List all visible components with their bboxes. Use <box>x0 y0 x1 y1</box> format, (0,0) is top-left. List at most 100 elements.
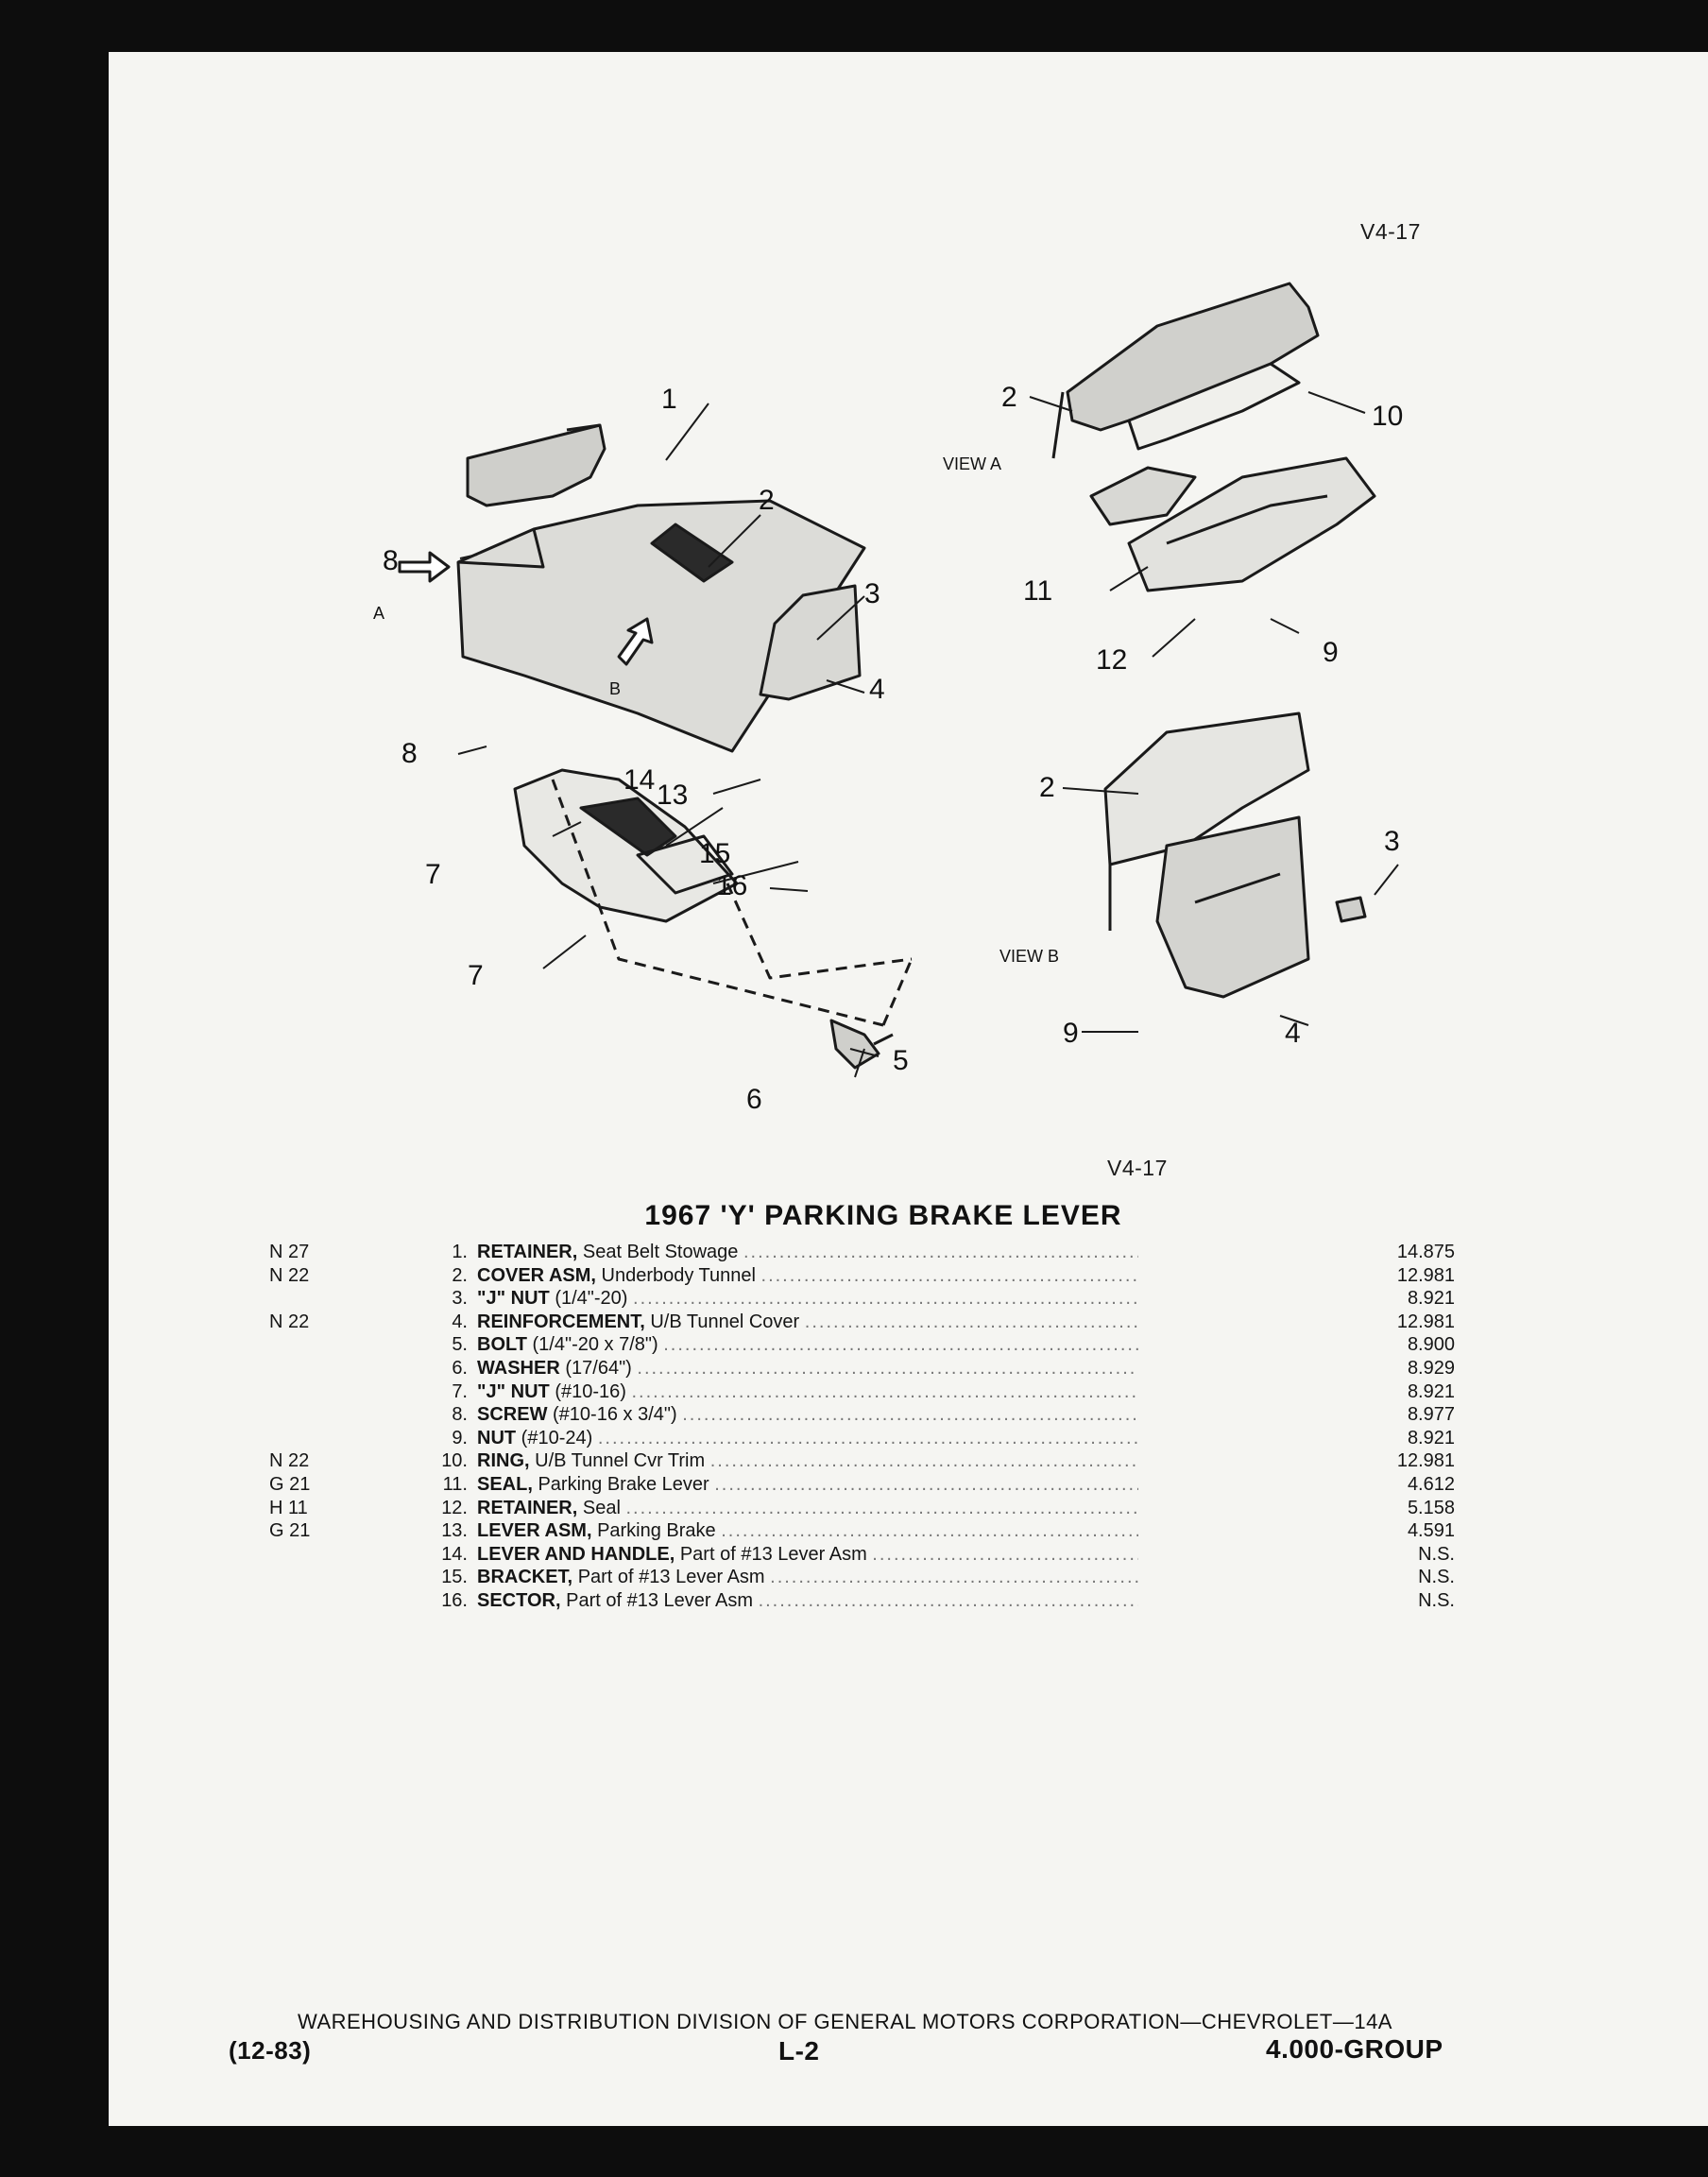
callout-view-b-9: 9 <box>1063 1018 1079 1049</box>
part-row: 5.BOLT (1/4"-20 x 7/8") ................… <box>269 1333 1573 1357</box>
callout-view-a-9: 9 <box>1323 637 1339 668</box>
part-description: RING, U/B Tunnel Cvr Trim ..............… <box>477 1449 1138 1472</box>
part-description: REINFORCEMENT, U/B Tunnel Cover ........… <box>477 1311 1138 1333</box>
footer-date: (12-83) <box>229 2036 312 2065</box>
part-row: 7."J" NUT (#10-16) .....................… <box>269 1380 1573 1404</box>
view-a-trim-ring <box>1127 362 1301 451</box>
part-catalog-code: 4.612 <box>1407 1473 1455 1495</box>
callout-7b: 7 <box>468 960 484 991</box>
dot-leader: ........................................… <box>663 1334 1138 1356</box>
dot-leader: ........................................… <box>625 1497 1138 1518</box>
dot-leader: ........................................… <box>770 1567 1138 1588</box>
part-catalog-code: 8.921 <box>1407 1380 1455 1402</box>
part-catalog-code: 8.900 <box>1407 1334 1455 1356</box>
part-description: NUT (#10-24) ...........................… <box>477 1427 1138 1449</box>
part-detail: (#10-24) <box>521 1427 593 1448</box>
arrow-b-label: B <box>609 679 621 698</box>
part-name: "J" NUT <box>477 1380 550 1402</box>
part-detail: Part of #13 Lever Asm <box>679 1543 867 1565</box>
part-catalog-code: 12.981 <box>1396 1450 1455 1472</box>
part-detail: Seal <box>582 1497 621 1518</box>
part-row: N 22 10. RING, U/B Tunnel Cvr Trim .......… <box>269 1449 1573 1473</box>
figure-ref-bottom: V4-17 <box>1107 1156 1168 1180</box>
part-name: BOLT <box>477 1334 527 1356</box>
part-description: SCREW (#10-16 x 3/4") ..................… <box>477 1403 1138 1426</box>
part-name: NUT <box>477 1427 517 1448</box>
dot-leader: ........................................… <box>631 1380 1138 1402</box>
part-detail: U/B Tunnel Cvr Trim <box>535 1450 706 1472</box>
part-name: RETAINER, <box>477 1497 578 1518</box>
part-description: RETAINER, Seal .........................… <box>477 1497 1138 1519</box>
part-catalog-code: 8.977 <box>1407 1404 1455 1426</box>
part-catalog-code: 8.929 <box>1407 1357 1455 1379</box>
part-name: LEVER AND HANDLE, <box>477 1543 675 1565</box>
callout-15: 15 <box>699 838 730 869</box>
dot-leader: ........................................… <box>682 1404 1138 1426</box>
part-group-code: G 21 <box>269 1520 311 1542</box>
part-description: COVER ASM, Underbody Tunnel ............… <box>477 1264 1138 1287</box>
part-catalog-code: N.S. <box>1418 1543 1455 1565</box>
part-detail: (#10-16 x 3/4") <box>553 1404 677 1426</box>
dot-leader: ........................................… <box>714 1473 1138 1495</box>
part-group-code: N 22 <box>269 1450 310 1472</box>
part-group-code: N 27 <box>269 1242 310 1262</box>
part-catalog-code: 5.158 <box>1407 1497 1455 1518</box>
part-description: LEVER AND HANDLE, Part of #13 Lever Asm … <box>477 1543 1138 1566</box>
part-name: RETAINER, <box>477 1242 578 1262</box>
callout-11: 11 <box>1023 575 1052 607</box>
callout-12: 12 <box>1096 644 1127 676</box>
part-catalog-code: 4.591 <box>1407 1520 1455 1542</box>
part-name: LEVER ASM, <box>477 1520 592 1542</box>
part-name: REINFORCEMENT, <box>477 1311 645 1332</box>
part-name: COVER ASM, <box>477 1264 596 1286</box>
part-number: 13. <box>441 1520 468 1542</box>
part-catalog-code: 8.921 <box>1407 1288 1455 1310</box>
part-number: 2. <box>452 1264 468 1286</box>
dot-leader: ........................................… <box>743 1242 1138 1262</box>
part-description: SECTOR, Part of #13 Lever Asm ..........… <box>477 1589 1138 1612</box>
part-detail: (1/4"-20) <box>555 1288 628 1310</box>
part-number: 4. <box>452 1311 468 1332</box>
callout-8b: 8 <box>401 738 418 769</box>
part-row: 6.WASHER (17/64") ......................… <box>269 1357 1573 1380</box>
part-number: 10. <box>441 1450 468 1472</box>
part-detail: Seat Belt Stowage <box>582 1242 739 1262</box>
part-detail: Parking Brake <box>597 1520 716 1542</box>
part-detail: Parking Brake Lever <box>538 1473 709 1495</box>
callout-view-b-3: 3 <box>1384 826 1400 857</box>
part-name: RING, <box>477 1450 530 1472</box>
view-a-cover <box>1066 282 1320 432</box>
dot-leader: ........................................… <box>721 1520 1138 1542</box>
dot-leader: ........................................… <box>760 1264 1138 1286</box>
part-row: G 21 13. LEVER ASM, Parking Brake ........… <box>269 1519 1573 1543</box>
part-name: WASHER <box>477 1357 560 1379</box>
callout-3: 3 <box>864 578 880 609</box>
dot-leader: ........................................… <box>872 1543 1138 1565</box>
callout-13: 13 <box>657 780 688 811</box>
part-number: 3. <box>452 1288 468 1310</box>
callout-view-b-2: 2 <box>1039 772 1055 803</box>
part-row: 3."J" NUT (1/4"-20) ....................… <box>269 1287 1573 1311</box>
part-row: 8.SCREW (#10-16 x 3/4") ................… <box>269 1403 1573 1427</box>
part-row: 16.SECTOR, Part of #13 Lever Asm .......… <box>269 1589 1573 1613</box>
part-name: "J" NUT <box>477 1288 550 1310</box>
part-group-code: H 11 <box>269 1497 308 1518</box>
callout-16: 16 <box>716 870 747 901</box>
view-a-retainer <box>1127 456 1376 592</box>
callout-8a: 8 <box>383 545 399 576</box>
part-name: SEAL, <box>477 1473 533 1495</box>
part-number: 1. <box>452 1242 468 1262</box>
part-catalog-code: N.S. <box>1418 1589 1455 1611</box>
section-title: 1967 'Y' PARKING BRAKE LEVER <box>644 1200 1122 1231</box>
callout-view-b-4: 4 <box>1285 1018 1301 1049</box>
parts-list: N 27 1. RETAINER, Seat Belt Stowage ......… <box>269 1241 1573 1613</box>
reinforcement-main <box>759 584 862 701</box>
seat-belt-retainer <box>466 423 606 507</box>
dot-leader: ........................................… <box>804 1311 1138 1332</box>
part-name: SCREW <box>477 1404 548 1426</box>
part-group-code: N 22 <box>269 1264 310 1286</box>
part-detail: Part of #13 Lever Asm <box>577 1567 765 1588</box>
callout-1: 1 <box>661 384 677 415</box>
view-b-reinforcement <box>1155 815 1310 999</box>
